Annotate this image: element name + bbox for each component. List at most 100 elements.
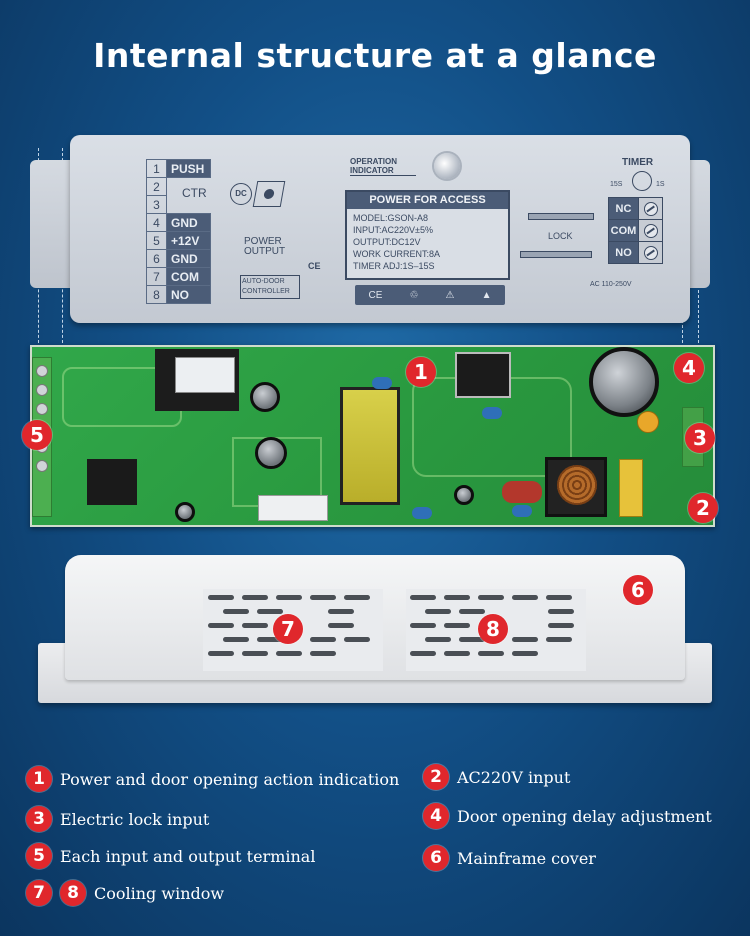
legend-item-3: 3 Electric lock input	[26, 806, 209, 832]
power-output-label: POWER OUTPUT	[244, 236, 286, 257]
spec-line: OUTPUT:DC12V	[353, 237, 421, 247]
operation-indicator-label: OPERATION INDICATOR	[350, 157, 416, 176]
vent-slot	[512, 651, 538, 656]
vent-slot	[546, 595, 572, 600]
vent-slot	[257, 637, 283, 642]
callout-badge-5: 5	[22, 420, 52, 450]
vent-slot	[328, 609, 354, 614]
coil-winding	[557, 465, 597, 505]
capacitor	[255, 437, 287, 469]
vent-slot	[548, 609, 574, 614]
vent-slot	[459, 637, 485, 642]
vent-slot	[444, 651, 470, 656]
ctr-label: CTR	[182, 186, 207, 200]
legend-text: Mainframe cover	[457, 848, 596, 868]
transformer	[340, 387, 400, 505]
ceramic-capacitor	[412, 507, 432, 519]
callout-badge-4: 4	[674, 353, 704, 383]
vent-slot	[208, 651, 234, 656]
heatsink	[258, 495, 328, 521]
vent-slot	[310, 637, 336, 642]
legend-badge: 8	[60, 880, 86, 906]
vent-slot	[512, 595, 538, 600]
callout-badge-6: 6	[623, 575, 653, 605]
circuit-board	[30, 345, 715, 527]
timer-dial-icon	[632, 171, 652, 191]
legend-badge: 2	[423, 764, 449, 790]
spec-line: TIMER ADJ:1S–15S	[353, 261, 435, 271]
vent-slot	[208, 595, 234, 600]
vent-slot	[546, 637, 572, 642]
ac-note: AC 110-250V	[590, 281, 632, 288]
spec-panel: POWER FOR ACCESS MODEL:GSON-A8 INPUT:AC2…	[345, 190, 510, 280]
vent-slot	[310, 651, 336, 656]
vent-slot	[478, 651, 504, 656]
legend-item-7-8: 7 8 Cooling window	[26, 880, 224, 906]
callout-badge-1: 1	[406, 357, 436, 387]
legend-text: Cooling window	[94, 883, 225, 903]
vent-slot	[410, 651, 436, 656]
recycle-icon: ♲	[409, 289, 419, 301]
callout-badge-2: 2	[688, 493, 718, 523]
legend-badge: 7	[26, 880, 52, 906]
vent-slot	[310, 595, 336, 600]
vent-slot	[410, 595, 436, 600]
relay-com-label: COM	[608, 219, 639, 242]
terminal-row: 5+12V	[146, 231, 211, 250]
legend-badge: 3	[26, 806, 52, 832]
ceramic-capacitor	[512, 505, 532, 517]
led-symbol	[252, 181, 286, 207]
lock-label: LOCK	[548, 231, 573, 241]
vent-slot	[444, 595, 470, 600]
relay-terminal-table: NC COM NO	[608, 197, 663, 264]
vent-slot	[444, 623, 470, 628]
ce-cert-icon: CE	[368, 289, 383, 301]
legend-text: AC220V input	[457, 767, 571, 787]
resistor	[502, 481, 542, 503]
callout-badge-7: 7	[273, 614, 303, 644]
screw-icon	[643, 245, 658, 260]
capacitor	[175, 502, 195, 522]
screw-icon	[643, 223, 658, 238]
mainframe-cover	[38, 555, 712, 703]
vent-slot	[223, 609, 249, 614]
operation-led	[434, 153, 460, 179]
vent-slot	[328, 623, 354, 628]
spec-line: INPUT:AC220V±5%	[353, 225, 433, 235]
vent-slot	[242, 651, 268, 656]
timer-potentiometer	[637, 411, 659, 433]
vent-slot	[478, 595, 504, 600]
ceramic-capacitor	[372, 377, 392, 389]
legend-item-5: 5 Each input and output terminal	[26, 843, 315, 869]
legend-badge: 4	[423, 803, 449, 829]
callout-badge-8: 8	[478, 614, 508, 644]
vent-slot	[242, 595, 268, 600]
timer-max-label: 1S	[656, 181, 665, 188]
ceramic-capacitor	[482, 407, 502, 419]
relay-no-label: NO	[608, 241, 639, 264]
warning-icon: ▲	[481, 289, 492, 301]
power-transistor	[455, 352, 511, 398]
vent-slot	[208, 623, 234, 628]
ce-mark: CE	[308, 261, 321, 271]
vent-slot	[425, 637, 451, 642]
legend-badge: 5	[26, 843, 52, 869]
vent-slot	[410, 623, 436, 628]
timer-min-label: 15S	[610, 181, 623, 188]
auto-door-label: AUTO-DOOR CONTROLLER	[240, 275, 300, 299]
legend-item-1: 1 Power and door opening action indicati…	[26, 766, 399, 792]
page-title: Internal structure at a glance	[93, 36, 657, 75]
lock-bar	[520, 251, 592, 258]
spec-title: POWER FOR ACCESS	[347, 192, 508, 209]
vent-slot	[242, 623, 268, 628]
screw-icon	[643, 201, 658, 216]
spec-line: MODEL:GSON-A8	[353, 213, 429, 223]
legend-item-4: 4 Door opening delay adjustment	[423, 803, 712, 829]
legend-text: Power and door opening action indication	[60, 769, 400, 789]
